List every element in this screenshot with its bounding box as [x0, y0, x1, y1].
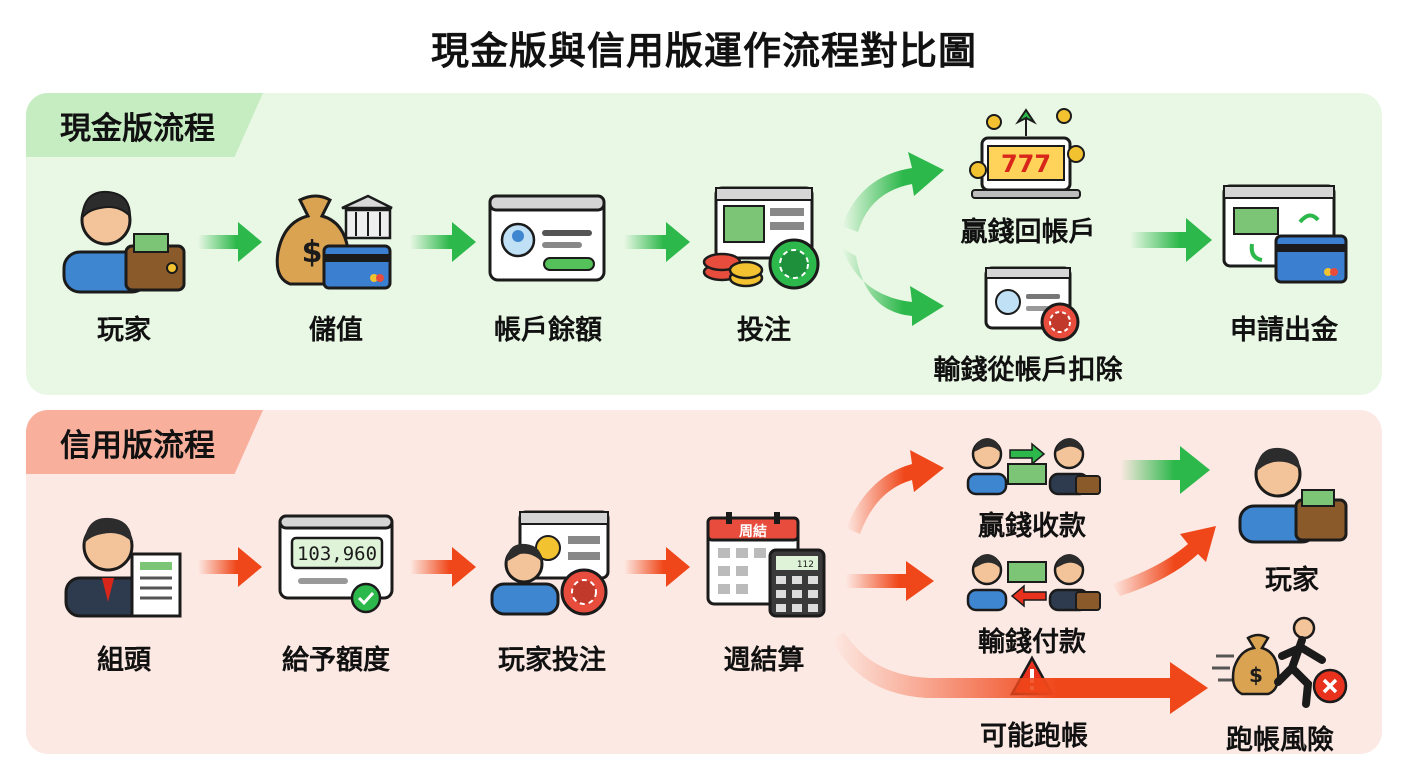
credit-skip-risk-node: $	[1212, 616, 1352, 712]
credit-line-node: 103,960	[278, 514, 396, 614]
cash-bet-label: 投注	[737, 315, 791, 346]
warning-node	[1009, 655, 1055, 696]
credit-flow-tab: 信用版流程	[26, 410, 263, 474]
cash-player-label: 玩家	[97, 315, 151, 346]
credit-agent-label: 組頭	[97, 645, 151, 676]
slot-machine-laptop-icon: 777	[969, 108, 1085, 199]
cash-bet-node	[702, 186, 826, 290]
credit-player-bet-label: 玩家投注	[498, 645, 606, 676]
warning-triangle-icon	[1009, 655, 1055, 696]
account-deduct-chip-icon	[984, 266, 1080, 342]
credit-weekly-label: 週結算	[723, 645, 805, 676]
credit-win-collect-label: 贏錢收款	[978, 511, 1086, 542]
page-title: 現金版與信用版運作流程對比圖	[430, 29, 977, 73]
credit-skip-risk-label: 跑帳風險	[1226, 725, 1334, 756]
account-balance-window-icon	[488, 194, 606, 282]
win-collect-exchange-icon	[966, 438, 1101, 496]
dollar-sign: $	[302, 235, 323, 270]
slot-digits: 777	[1001, 150, 1051, 178]
credit-flow-panel: 信用版流程	[26, 410, 1382, 754]
cash-flow-tab: 現金版流程	[26, 93, 263, 157]
credit-lose-pay-label: 輸錢付款	[978, 627, 1086, 658]
cash-balance-node	[488, 194, 606, 282]
credit-amount: 103,960	[297, 543, 377, 565]
cash-lose-label: 輸錢從帳戶扣除	[933, 355, 1123, 386]
credit-player-label: 玩家	[1265, 565, 1319, 596]
running-away-money-icon: $	[1212, 616, 1348, 708]
lose-pay-exchange-icon	[966, 554, 1101, 612]
credit-lose-pay-node	[966, 548, 1102, 612]
dollar-sign: $	[1249, 663, 1263, 687]
credit-player-bet-node	[490, 510, 612, 616]
cash-deposit-label: 儲值	[309, 315, 363, 346]
cash-player-node	[60, 182, 188, 294]
cash-balance-label: 帳戶餘額	[494, 315, 602, 346]
cash-win-node: 777	[964, 108, 1090, 200]
calculator-display: 112	[797, 560, 814, 570]
player-with-wallet-icon	[62, 190, 186, 294]
cash-lose-node	[984, 266, 1080, 342]
cash-withdraw-node	[1222, 184, 1348, 286]
player-betting-screen-icon	[490, 510, 610, 616]
money-bag-bank-card-icon: $	[275, 194, 393, 290]
cash-deposit-node: $	[272, 186, 394, 292]
withdraw-cash-card-icon	[1222, 184, 1348, 284]
credit-line-label: 給予額度	[282, 645, 390, 676]
credit-win-collect-node	[966, 432, 1102, 496]
cash-withdraw-label: 申請出金	[1230, 315, 1338, 346]
credit-agent-node	[62, 506, 186, 618]
credit-may-skip-label: 可能跑帳	[980, 721, 1088, 752]
calendar-calculator-icon: 周結 112	[706, 512, 826, 618]
credit-player-node	[1238, 440, 1348, 544]
credit-limit-window-icon: 103,960	[278, 514, 394, 614]
credit-weekly-node: 周結 112	[706, 510, 826, 618]
calendar-label: 周結	[739, 523, 767, 540]
cash-win-label: 贏錢回帳戶	[960, 217, 1096, 248]
bookie-with-ledger-icon	[64, 517, 182, 618]
player-with-wallet-icon	[1238, 447, 1348, 544]
betting-screen-chips-icon	[702, 186, 820, 290]
